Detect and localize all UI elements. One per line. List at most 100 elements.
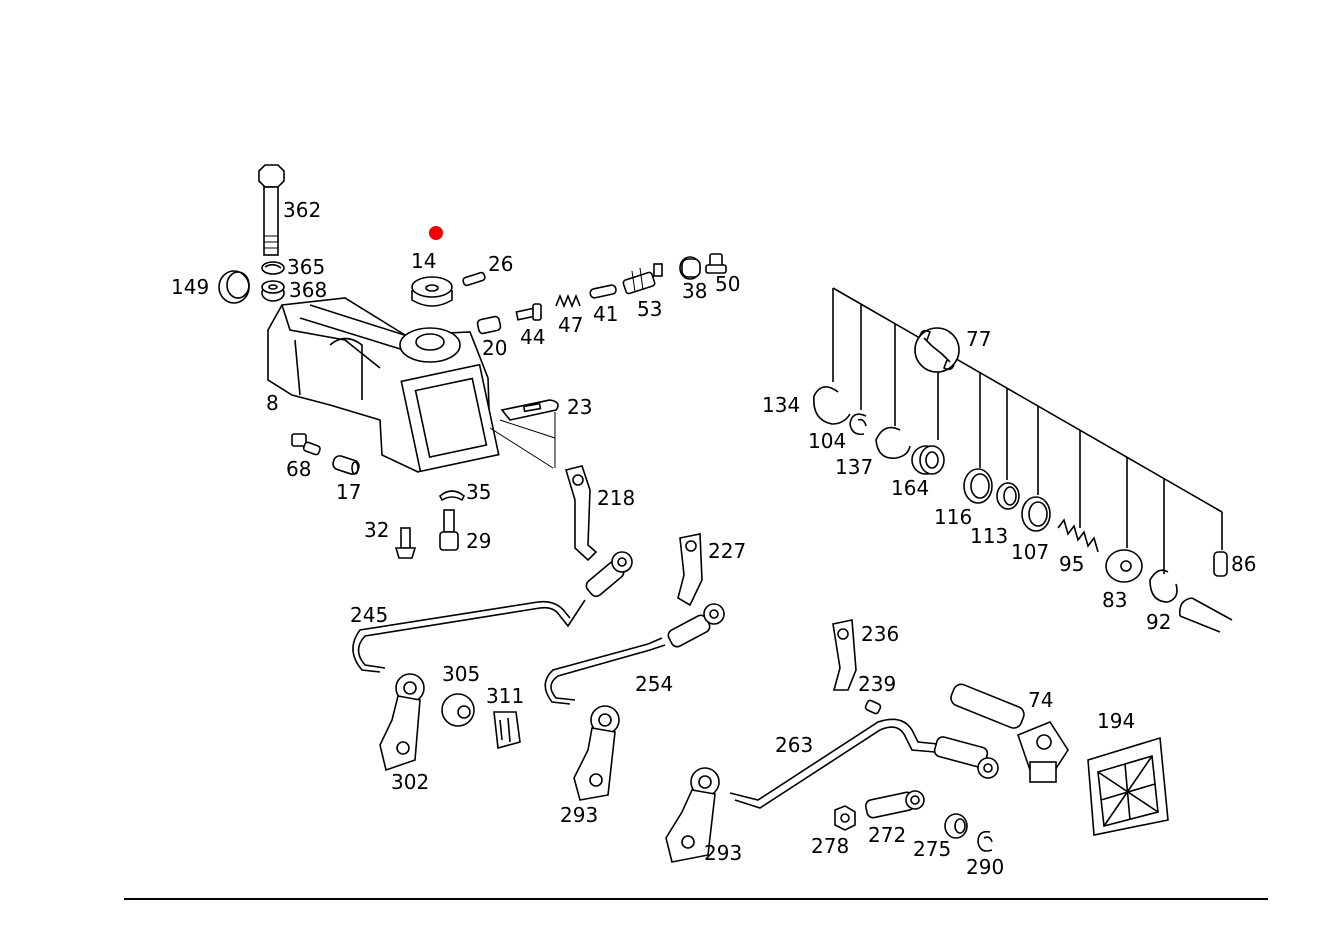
part-245-rod — [352, 551, 633, 673]
label-293-lower[interactable]: 293 — [704, 841, 742, 865]
part-26-pin — [462, 271, 486, 287]
label-107[interactable]: 107 — [1011, 540, 1049, 564]
label-293-upper[interactable]: 293 — [560, 803, 598, 827]
part-14-collar — [411, 276, 453, 307]
part-116-ring — [963, 468, 993, 504]
part-368-bushing — [261, 280, 285, 302]
part-50-plug — [705, 253, 727, 274]
part-164-bushing — [911, 445, 945, 475]
label-32[interactable]: 32 — [364, 518, 389, 542]
label-275[interactable]: 275 — [913, 837, 951, 861]
part-107-ring — [1021, 496, 1051, 532]
part-305-bushing — [441, 693, 475, 727]
part-278-nut — [834, 805, 856, 831]
part-83-washer — [1105, 549, 1143, 583]
label-305[interactable]: 305 — [442, 662, 480, 686]
part-362-bolt — [258, 164, 285, 256]
label-23[interactable]: 23 — [567, 395, 592, 419]
label-362[interactable]: 362 — [283, 198, 321, 222]
label-164[interactable]: 164 — [891, 476, 929, 500]
label-263[interactable]: 263 — [775, 733, 813, 757]
label-245[interactable]: 245 — [350, 603, 388, 627]
label-365[interactable]: 365 — [287, 255, 325, 279]
part-263-rod — [729, 718, 999, 809]
part-53-switch — [622, 263, 663, 295]
part-218-lever — [564, 465, 598, 562]
label-47[interactable]: 47 — [558, 313, 583, 337]
label-236[interactable]: 236 — [861, 622, 899, 646]
label-53[interactable]: 53 — [637, 297, 662, 321]
label-272[interactable]: 272 — [868, 823, 906, 847]
part-20-plug — [476, 315, 502, 335]
label-239[interactable]: 239 — [858, 672, 896, 696]
part-44-screw — [515, 303, 542, 321]
label-41[interactable]: 41 — [593, 302, 618, 326]
part-137-circlip — [875, 426, 911, 459]
label-44[interactable]: 44 — [520, 325, 545, 349]
highlight-marker[interactable] — [429, 226, 443, 240]
label-311[interactable]: 311 — [486, 684, 524, 708]
part-8-shift-housing — [267, 297, 500, 473]
part-227-lever — [677, 533, 703, 607]
label-368[interactable]: 368 — [289, 278, 327, 302]
part-23-plate — [489, 399, 559, 469]
label-95[interactable]: 95 — [1059, 552, 1084, 576]
label-137[interactable]: 137 — [835, 455, 873, 479]
label-29[interactable]: 29 — [466, 529, 491, 553]
part-17-sleeve — [332, 455, 360, 475]
part-41-pin — [589, 284, 617, 299]
label-218[interactable]: 218 — [597, 486, 635, 510]
label-290[interactable]: 290 — [966, 855, 1004, 879]
label-83[interactable]: 83 — [1102, 588, 1127, 612]
label-38[interactable]: 38 — [682, 279, 707, 303]
label-86[interactable]: 86 — [1231, 552, 1256, 576]
label-254[interactable]: 254 — [635, 672, 673, 696]
label-302[interactable]: 302 — [391, 770, 429, 794]
kit-leader-lines — [832, 287, 1223, 574]
label-278[interactable]: 278 — [811, 834, 849, 858]
part-149-cap — [218, 270, 250, 304]
label-50[interactable]: 50 — [715, 272, 740, 296]
label-35[interactable]: 35 — [466, 480, 491, 504]
label-194[interactable]: 194 — [1097, 709, 1135, 733]
part-32-screw — [394, 527, 417, 559]
label-149[interactable]: 149 — [171, 275, 209, 299]
part-239-pin — [864, 699, 882, 715]
part-68-screw — [291, 433, 321, 456]
part-302-lever — [379, 673, 425, 772]
part-194-cover — [1087, 736, 1169, 836]
part-95-spring — [1057, 518, 1099, 553]
label-26[interactable]: 26 — [488, 252, 513, 276]
label-116[interactable]: 116 — [934, 505, 972, 529]
part-275-sleeve — [944, 813, 968, 839]
label-74[interactable]: 74 — [1028, 688, 1053, 712]
label-20[interactable]: 20 — [482, 336, 507, 360]
part-86-pin — [1213, 551, 1228, 577]
part-236-lever — [832, 619, 857, 691]
label-104[interactable]: 104 — [808, 429, 846, 453]
part-365-spring-washer — [261, 261, 285, 275]
part-47-spring — [555, 293, 581, 309]
part-134-circlip — [813, 386, 851, 425]
part-311-clip — [493, 711, 521, 750]
part-293-lever-upper — [573, 705, 620, 801]
label-92[interactable]: 92 — [1146, 610, 1171, 634]
wrench-icon — [914, 327, 960, 373]
label-77[interactable]: 77 — [966, 327, 991, 351]
part-74-shaft — [950, 683, 1069, 783]
part-35-clip — [439, 490, 465, 502]
part-272-joint — [864, 790, 925, 819]
label-17[interactable]: 17 — [336, 480, 361, 504]
shaft-stub — [1178, 597, 1233, 633]
label-113[interactable]: 113 — [970, 524, 1008, 548]
part-104-clip — [849, 413, 867, 436]
part-293-lever-lower — [665, 767, 720, 863]
label-227[interactable]: 227 — [708, 539, 746, 563]
part-92-circlip — [1149, 569, 1178, 603]
label-8[interactable]: 8 — [266, 391, 279, 415]
label-134[interactable]: 134 — [762, 393, 800, 417]
label-68[interactable]: 68 — [286, 457, 311, 481]
label-14[interactable]: 14 — [411, 249, 436, 273]
